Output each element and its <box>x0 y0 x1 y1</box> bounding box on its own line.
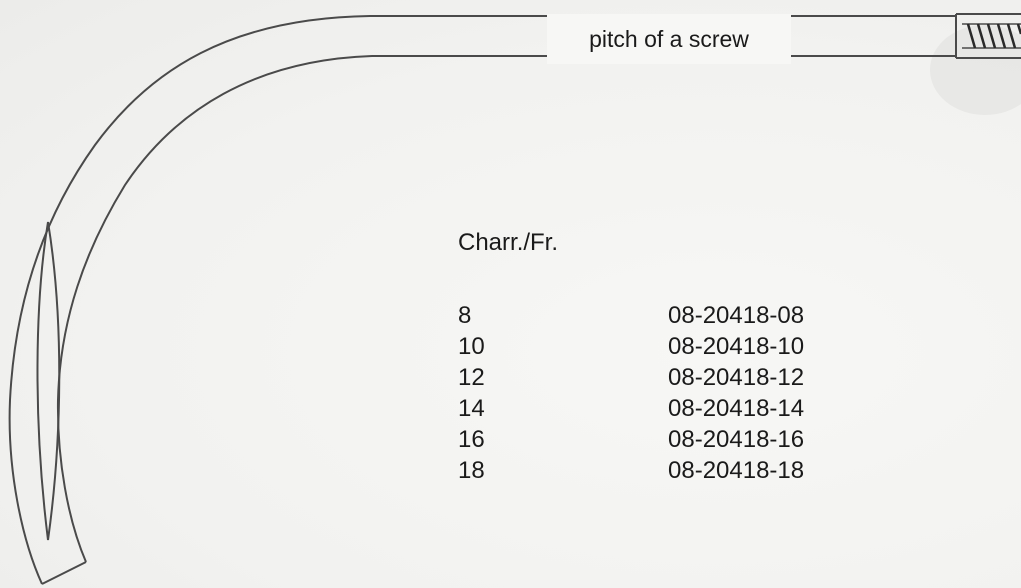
article-code-cell: 08-20418-14 <box>668 395 805 422</box>
article-code-cell: 08-20418-18 <box>668 457 805 484</box>
size-cell: 16 <box>458 426 485 453</box>
article-code-cell: 08-20418-08 <box>668 302 805 329</box>
smudge-shadow <box>930 25 1021 115</box>
article-code-cell: 08-20418-12 <box>668 364 805 391</box>
size-cell: 8 <box>458 302 472 329</box>
table-row: 18 08-20418-18 <box>458 455 918 486</box>
size-cell: 10 <box>458 333 485 360</box>
table-row: 14 08-20418-14 <box>458 393 918 424</box>
size-table-header: Charr./Fr. <box>458 229 559 256</box>
screw-pitch-label: pitch of a screw <box>547 14 791 64</box>
screw-pitch-label-text: pitch of a screw <box>589 25 749 52</box>
catheter-inner-edge <box>56 55 956 563</box>
table-row: 16 08-20418-16 <box>458 424 918 455</box>
catheter-outer-edge <box>8 15 956 585</box>
table-row: 12 08-20418-12 <box>458 362 918 393</box>
side-eye-opening <box>36 221 61 541</box>
size-cell: 18 <box>458 457 485 484</box>
size-table: Charr./Fr. 8 08-20418-08 10 08-20418-10 … <box>458 226 918 486</box>
table-row: 10 08-20418-10 <box>458 331 918 362</box>
article-code-cell: 08-20418-10 <box>668 333 805 360</box>
catheter-tip <box>41 561 87 585</box>
size-cell: 12 <box>458 364 485 391</box>
size-cell: 14 <box>458 395 485 422</box>
article-code-cell: 08-20418-16 <box>668 426 805 453</box>
table-row: 8 08-20418-08 <box>458 300 918 331</box>
